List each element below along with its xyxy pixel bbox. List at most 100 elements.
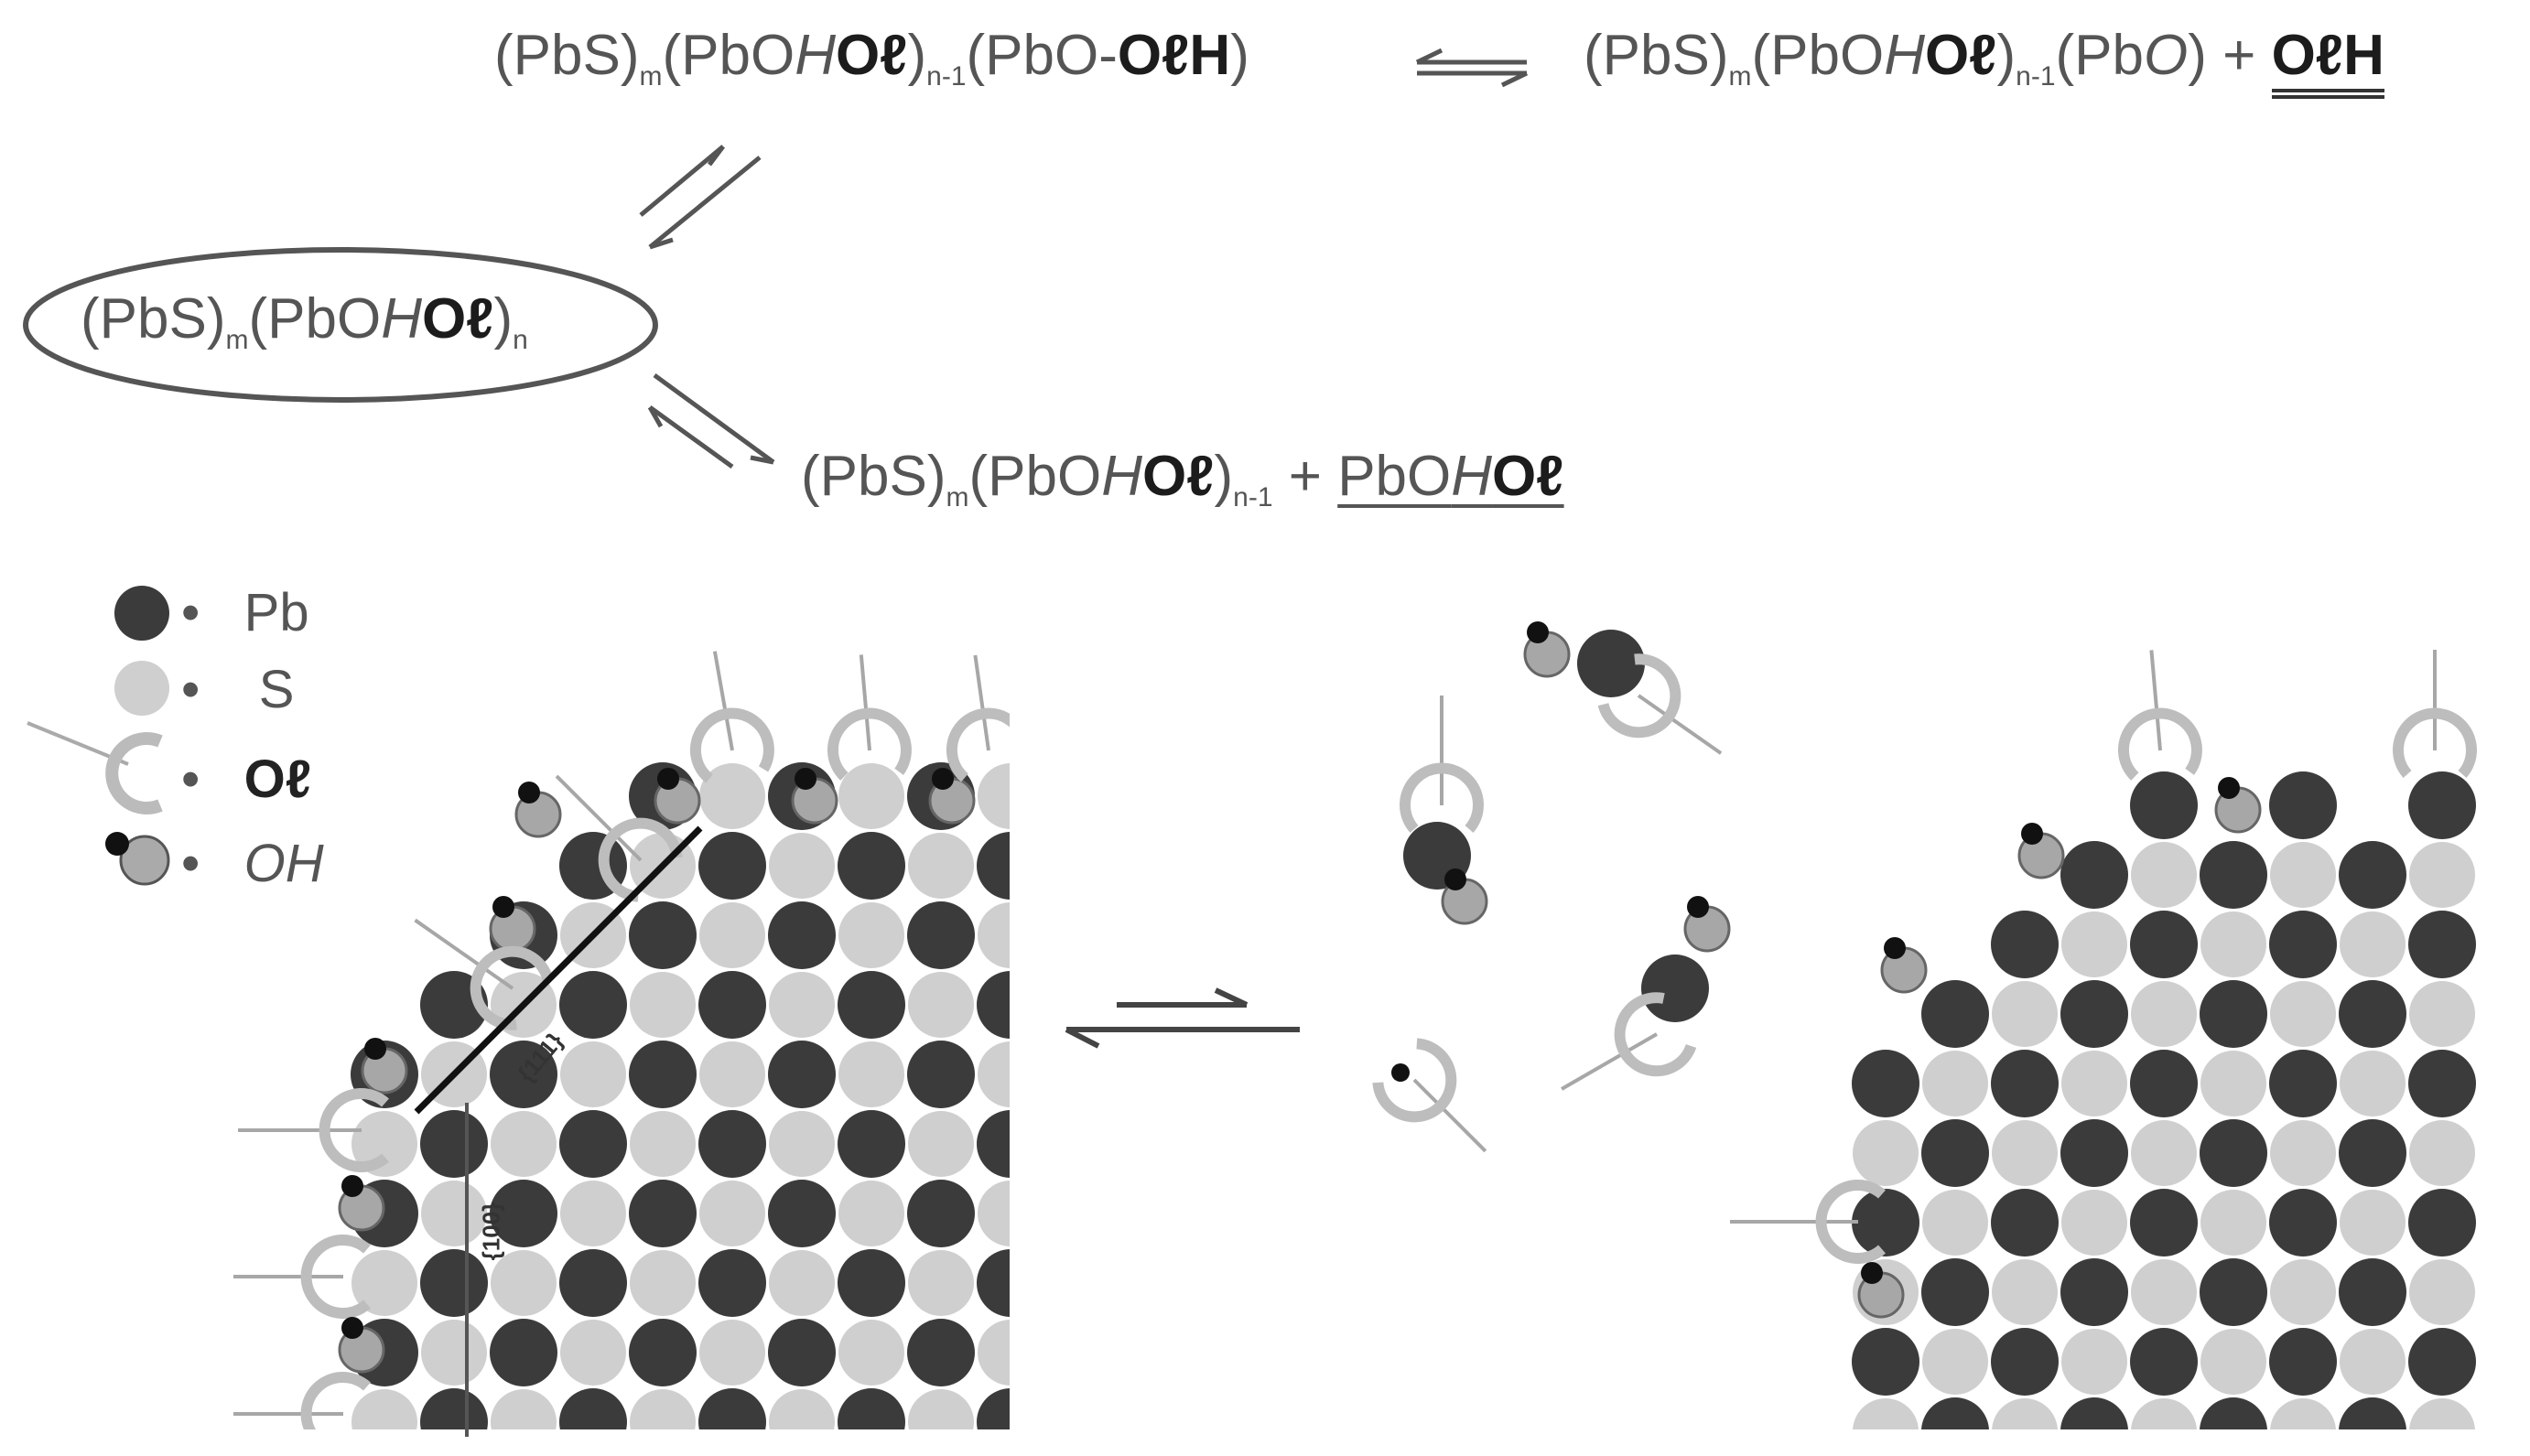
hydroxide-h <box>341 1175 363 1197</box>
s-atom <box>1992 1120 2058 1186</box>
s-atom <box>2061 1329 2127 1395</box>
oleate-tail <box>1412 1078 1487 1153</box>
hydroxide-h <box>2021 823 2043 845</box>
s-atom <box>699 1041 765 1107</box>
pb-atom <box>977 971 1010 1039</box>
s-atom <box>560 1320 626 1386</box>
pb-atom <box>2408 1328 2476 1396</box>
pb-atom <box>838 971 905 1039</box>
hydroxide-h <box>795 768 816 790</box>
pb-atom <box>907 1180 975 1247</box>
s-atom <box>978 763 1010 829</box>
hydroxide-h <box>364 1038 386 1060</box>
pb-atom <box>2200 1119 2267 1187</box>
s-atom <box>908 1111 974 1177</box>
s-atom <box>1992 1259 2058 1325</box>
pb-atom <box>1921 1258 1989 1326</box>
pb-atom <box>1046 1180 1114 1247</box>
oleate-head <box>470 945 554 1030</box>
s-atom <box>2270 1259 2336 1325</box>
s-atom <box>978 1041 1010 1107</box>
pb-atom <box>1991 1328 2059 1396</box>
s-atom <box>699 1320 765 1386</box>
oleate-tail <box>973 654 990 751</box>
pb-atom <box>2339 1119 2406 1187</box>
pb-atom <box>1921 1119 1989 1187</box>
s-atom <box>2131 842 2197 908</box>
pb-atom <box>2060 1119 2128 1187</box>
oleate-tail <box>414 918 514 990</box>
s-atom <box>630 1111 696 1177</box>
s-atom <box>560 1181 626 1246</box>
lattice-right <box>1730 650 2477 1429</box>
pb-atom <box>2200 980 2267 1048</box>
pb-atom <box>2200 841 2267 909</box>
pb-atom <box>559 1249 627 1317</box>
pb-atom <box>768 1180 836 1247</box>
equation-center: (PbS)m(PbOHOℓ)n <box>81 287 528 355</box>
s-atom <box>1922 1051 1988 1116</box>
pb-atom <box>2130 1328 2198 1396</box>
oleate-head <box>689 707 774 783</box>
pb-atom <box>559 1110 627 1178</box>
s-atom <box>630 972 696 1038</box>
equilibrium-arrow-upper-diagonal <box>639 145 762 250</box>
pb-atom <box>629 1180 697 1247</box>
pb-atom <box>2130 1189 2198 1256</box>
legend-hydroxide-symbol <box>105 832 170 886</box>
s-atom <box>421 1320 487 1386</box>
pb-atom <box>2339 841 2406 909</box>
oleate-tail <box>555 774 643 862</box>
pb-atom <box>768 901 836 969</box>
s-atom <box>2340 911 2406 977</box>
oleate-head <box>300 1235 371 1319</box>
pb-atom <box>490 1180 557 1247</box>
s-atom <box>769 972 835 1038</box>
oleate-tail <box>859 654 871 751</box>
pb-atom <box>698 971 766 1039</box>
pb-atom <box>1852 1189 1919 1256</box>
pb-atom <box>2130 911 2198 978</box>
pb-atom <box>2408 771 2476 839</box>
pb-atom <box>768 1041 836 1108</box>
s-atom <box>699 902 765 968</box>
s-atom <box>908 972 974 1038</box>
s-atom <box>491 1389 557 1429</box>
oleate-tail <box>1561 1032 1658 1091</box>
pb-atom <box>838 832 905 900</box>
s-atom <box>2409 1259 2475 1325</box>
pb-atom <box>2060 980 2128 1048</box>
s-atom <box>2270 842 2336 908</box>
pb-atom <box>420 1110 488 1178</box>
pb-atom <box>838 1110 905 1178</box>
s-atom <box>1047 1250 1113 1316</box>
pb-atom <box>2339 1397 2406 1429</box>
oleate-head <box>946 707 1010 782</box>
hydroxide-h <box>1444 868 1466 890</box>
pb-atom <box>2339 980 2406 1048</box>
hydroxide-h <box>932 768 954 790</box>
hydroxide-h <box>341 1317 363 1339</box>
pb-atom <box>1991 1189 2059 1256</box>
s-atom <box>1922 1329 1988 1395</box>
s-atom <box>769 1250 835 1316</box>
s-atom <box>2270 1398 2336 1429</box>
center-formula-ellipse <box>23 247 658 403</box>
pb-atom <box>907 901 975 969</box>
hydroxide-h <box>1687 896 1709 918</box>
s-atom <box>1853 1398 1919 1429</box>
s-atom <box>2409 842 2475 908</box>
oleate-head <box>2117 707 2202 781</box>
s-atom <box>1047 1111 1113 1177</box>
oleate-head <box>2393 707 2477 778</box>
s-atom <box>1047 1389 1113 1455</box>
s-atom <box>2131 1259 2197 1325</box>
oleate-head <box>319 1088 389 1172</box>
pb-atom <box>1046 901 1114 969</box>
free-lead-complex: PbOHOℓ <box>1337 445 1564 508</box>
pb-atom <box>2130 1050 2198 1117</box>
s-atom <box>2200 911 2266 977</box>
legend-oleate: • Oℓ <box>181 750 312 809</box>
equilibrium-arrow-middle <box>1065 987 1300 1049</box>
oleate-tail <box>712 651 734 751</box>
